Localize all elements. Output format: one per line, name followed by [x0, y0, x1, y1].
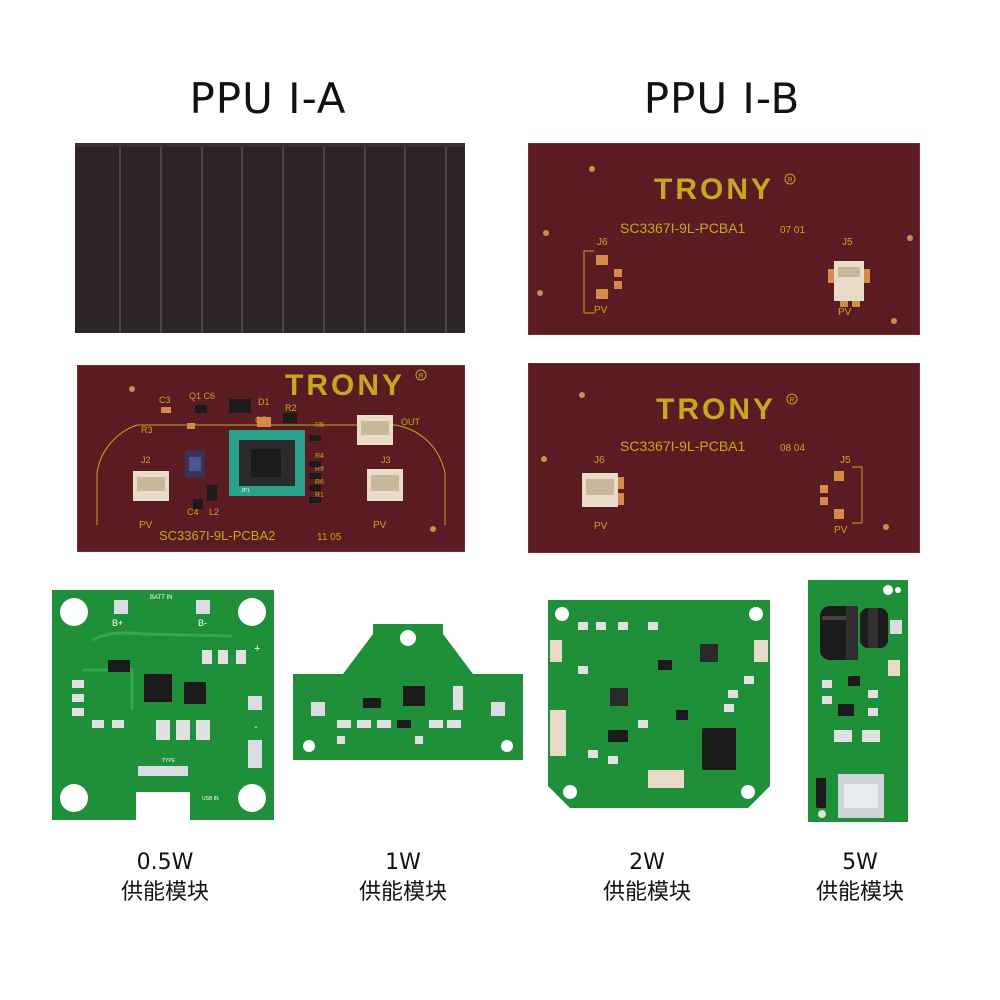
caption-power: 2W — [629, 850, 665, 875]
svg-text:J6: J6 — [597, 237, 608, 248]
brand-logo: TRONY — [654, 173, 774, 206]
svg-text:PV: PV — [834, 525, 848, 536]
svg-text:-: - — [254, 721, 258, 733]
svg-text:R4: R4 — [315, 453, 324, 460]
svg-text:J6: J6 — [594, 455, 605, 466]
svg-text:SC3367I-9L-PCBA2: SC3367I-9L-PCBA2 — [159, 528, 275, 543]
svg-text:J3: J3 — [381, 455, 391, 465]
svg-text:TRONY: TRONY — [285, 369, 405, 402]
caption-name: 供能模块 — [602, 880, 691, 905]
module-2w — [548, 600, 770, 808]
svg-text:+: + — [254, 643, 260, 655]
svg-text:D1: D1 — [258, 397, 270, 407]
svg-text:R2: R2 — [285, 403, 297, 413]
caption-name: 供能模块 — [120, 880, 209, 905]
svg-text:J2: J2 — [141, 455, 151, 465]
svg-text:SC3367I-9L-PCBA1: SC3367I-9L-PCBA1 — [620, 438, 746, 454]
svg-text:PV: PV — [594, 521, 608, 532]
svg-text:R6: R6 — [315, 479, 324, 486]
svg-text:B-: B- — [198, 618, 207, 628]
caption-0-5w: 0.5W 供能模块 — [105, 848, 225, 908]
svg-text:BATT IN: BATT IN — [150, 595, 172, 601]
svg-text:PV: PV — [373, 520, 387, 531]
module-1w — [293, 624, 523, 760]
ppu-ib-board-bottom: TRONY R SC3367I-9L-PCBA1 08 04 J6 J5 PV … — [528, 363, 920, 553]
svg-text:08 04: 08 04 — [780, 443, 805, 454]
part-number: SC3367I-9L-PCBA1 — [620, 220, 746, 236]
svg-text:PV: PV — [594, 305, 608, 316]
caption-power: 0.5W — [136, 850, 194, 875]
svg-text:R: R — [787, 177, 792, 184]
caption-power: 1W — [385, 850, 421, 875]
caption-name: 供能模块 — [815, 880, 904, 905]
ppu-ib-board-top: TRONY R SC3367I-9L-PCBA1 07 01 J6 J5 PV … — [528, 143, 920, 335]
module-5w — [808, 580, 908, 822]
svg-text:OUT: OUT — [401, 417, 421, 427]
svg-text:USB IN: USB IN — [202, 796, 219, 802]
svg-text:L2: L2 — [209, 507, 219, 517]
caption-power: 5W — [842, 850, 878, 875]
svg-text:R5: R5 — [315, 422, 324, 429]
svg-text:TYPE: TYPE — [162, 758, 176, 764]
svg-text:R1: R1 — [315, 492, 324, 499]
svg-text:PV: PV — [139, 520, 153, 531]
svg-text:C3: C3 — [159, 395, 171, 405]
svg-text:C4: C4 — [187, 507, 199, 517]
svg-text:J5: J5 — [842, 237, 853, 248]
caption-name: 供能模块 — [358, 880, 447, 905]
heading-ppu-ib: PPU I-B — [643, 74, 801, 123]
svg-text:R9: R9 — [315, 466, 324, 473]
module-0-5w: BATT IN B+ B- + - TYPE USB IN — [52, 590, 274, 820]
svg-text:TRONY: TRONY — [656, 393, 776, 426]
svg-text:JP1: JP1 — [241, 488, 250, 494]
heading-ppu-ia: PPU I-A — [189, 74, 347, 123]
svg-text:Q1 C6: Q1 C6 — [189, 391, 215, 401]
caption-2w: 2W 供能模块 — [587, 848, 707, 908]
svg-text:11 05: 11 05 — [317, 532, 342, 543]
solar-panel — [75, 143, 465, 333]
svg-text:J5: J5 — [840, 455, 851, 466]
svg-text:R: R — [789, 397, 794, 404]
svg-text:R: R — [418, 373, 423, 380]
ppu-ia-board: TRONY R C3 Q1 C6 D1 R2 R3 C5 OUT R5 R4 R… — [77, 365, 465, 552]
svg-text:PV: PV — [838, 307, 852, 318]
svg-text:07 01: 07 01 — [780, 225, 805, 236]
caption-1w: 1W 供能模块 — [343, 848, 463, 908]
caption-5w: 5W 供能模块 — [800, 848, 920, 908]
svg-text:R3: R3 — [141, 425, 153, 435]
svg-text:B+: B+ — [112, 618, 123, 628]
